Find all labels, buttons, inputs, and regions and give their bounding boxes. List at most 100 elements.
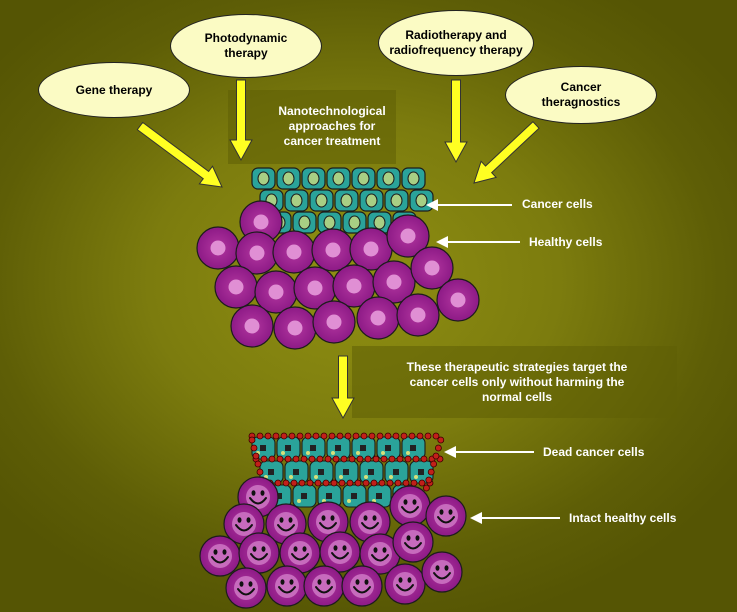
nanoparticle <box>388 455 396 463</box>
left-eye <box>439 509 444 515</box>
healthy-cell-nucleus <box>450 292 466 308</box>
nanoparticle <box>290 479 298 487</box>
nanoparticle <box>427 468 435 476</box>
nanoparticle <box>316 455 324 463</box>
fragmented-nucleus <box>351 493 357 499</box>
nucleus-fragment <box>339 475 343 479</box>
nanoparticle <box>368 432 376 440</box>
nanoparticle <box>425 476 433 484</box>
left-eye <box>237 517 242 523</box>
arrow-gene-therapy <box>136 121 223 188</box>
nanoparticle <box>324 455 332 463</box>
intact-healthy-cells-layer <box>199 476 467 609</box>
left-eye <box>279 517 284 523</box>
smile <box>319 522 337 530</box>
left-eye <box>398 577 403 583</box>
nanoparticle <box>312 432 320 440</box>
left-eye <box>321 515 326 521</box>
nanoparticle <box>418 479 426 487</box>
cancer-cell-nucleus <box>373 215 386 230</box>
smiling-healthy-cell <box>384 563 426 605</box>
nanoparticle <box>422 484 430 492</box>
right-eye <box>448 509 453 515</box>
nanoparticle <box>254 460 262 468</box>
healthy-cell-face <box>434 504 458 528</box>
smile <box>361 522 379 530</box>
healthy-cells-pointer <box>436 236 520 248</box>
healthy-cell-face <box>232 512 256 536</box>
right-eye <box>342 545 347 551</box>
healthy-cell-face <box>368 542 392 566</box>
healthy-cell-face <box>358 510 382 534</box>
nanoparticle <box>306 479 314 487</box>
nanoparticle <box>252 452 260 460</box>
fragmented-nucleus <box>376 493 382 499</box>
nanoparticle <box>288 432 296 440</box>
right-eye <box>407 577 412 583</box>
cancer-cell-nucleus <box>382 171 395 186</box>
left-eye <box>333 545 338 551</box>
nanoparticle <box>352 432 360 440</box>
nucleus-fragment <box>306 451 310 455</box>
healthy-cell-face <box>430 560 454 584</box>
smile <box>401 506 419 514</box>
healthy-cell-face <box>275 574 299 598</box>
nanoparticle <box>292 455 300 463</box>
cancer-cell-nucleus <box>407 171 420 186</box>
healthy-cell-face <box>234 576 258 600</box>
cancer-cell-nucleus <box>365 193 378 208</box>
smiling-healthy-cell <box>238 532 280 574</box>
fragmented-nucleus <box>276 493 282 499</box>
cancer-cell-nucleus <box>298 215 311 230</box>
smiling-healthy-cell <box>349 501 391 543</box>
radiotherapy-oval: Radiotherapy and radiofrequency therapy <box>378 10 534 76</box>
nanoparticle <box>300 455 308 463</box>
fragmented-nucleus <box>343 469 349 475</box>
nanoparticle <box>346 479 354 487</box>
smiling-healthy-cell <box>303 565 345 607</box>
nanoparticle <box>354 479 362 487</box>
nanoparticle <box>412 455 420 463</box>
nanoparticle <box>328 432 336 440</box>
arrows-layer <box>136 79 540 420</box>
smile <box>277 524 295 532</box>
nanoparticle <box>256 432 264 440</box>
healthy-cell-nucleus <box>325 242 341 258</box>
nanoparticle <box>396 455 404 463</box>
nanoparticle <box>362 479 370 487</box>
nucleus-fragment <box>281 451 285 455</box>
nanoparticle <box>308 455 316 463</box>
right-eye <box>261 546 266 552</box>
nanoparticle <box>437 436 445 444</box>
left-eye <box>317 579 322 585</box>
fragmented-nucleus <box>418 469 424 475</box>
nanoparticle <box>400 432 408 440</box>
healthy-cell-nucleus <box>400 228 416 244</box>
smile <box>249 497 267 505</box>
healthy-cell-face <box>328 540 352 564</box>
smiling-healthy-cell <box>266 565 308 607</box>
center-caption: Nanotechnological approaches for cancer … <box>278 104 386 148</box>
fragmented-nucleus <box>410 445 416 451</box>
cancer-cell-nucleus <box>282 171 295 186</box>
nanoparticle <box>430 460 438 468</box>
healthy-cell-nucleus <box>268 284 284 300</box>
smiling-healthy-cell <box>359 533 401 575</box>
fragmented-nucleus <box>260 445 266 451</box>
intact-healthy-cells-label: Intact healthy cells <box>569 511 677 525</box>
nanoparticle <box>360 432 368 440</box>
photodynamic-therapy-oval: Photodynamic therapy <box>170 14 322 78</box>
nanoparticle <box>268 455 276 463</box>
healthy-cell-face <box>350 574 374 598</box>
right-eye <box>444 565 449 571</box>
nanoparticle <box>274 479 282 487</box>
dead-cancer-cells-label: Dead cancer cells <box>543 445 645 459</box>
arrow-photodynamic <box>229 79 253 162</box>
fragmented-nucleus <box>385 445 391 451</box>
cancer-cell-nucleus <box>415 193 428 208</box>
nanoparticle <box>404 455 412 463</box>
right-eye <box>382 547 387 553</box>
arrow-radiotherapy <box>444 79 468 164</box>
healthy-cells-layer <box>196 200 480 350</box>
